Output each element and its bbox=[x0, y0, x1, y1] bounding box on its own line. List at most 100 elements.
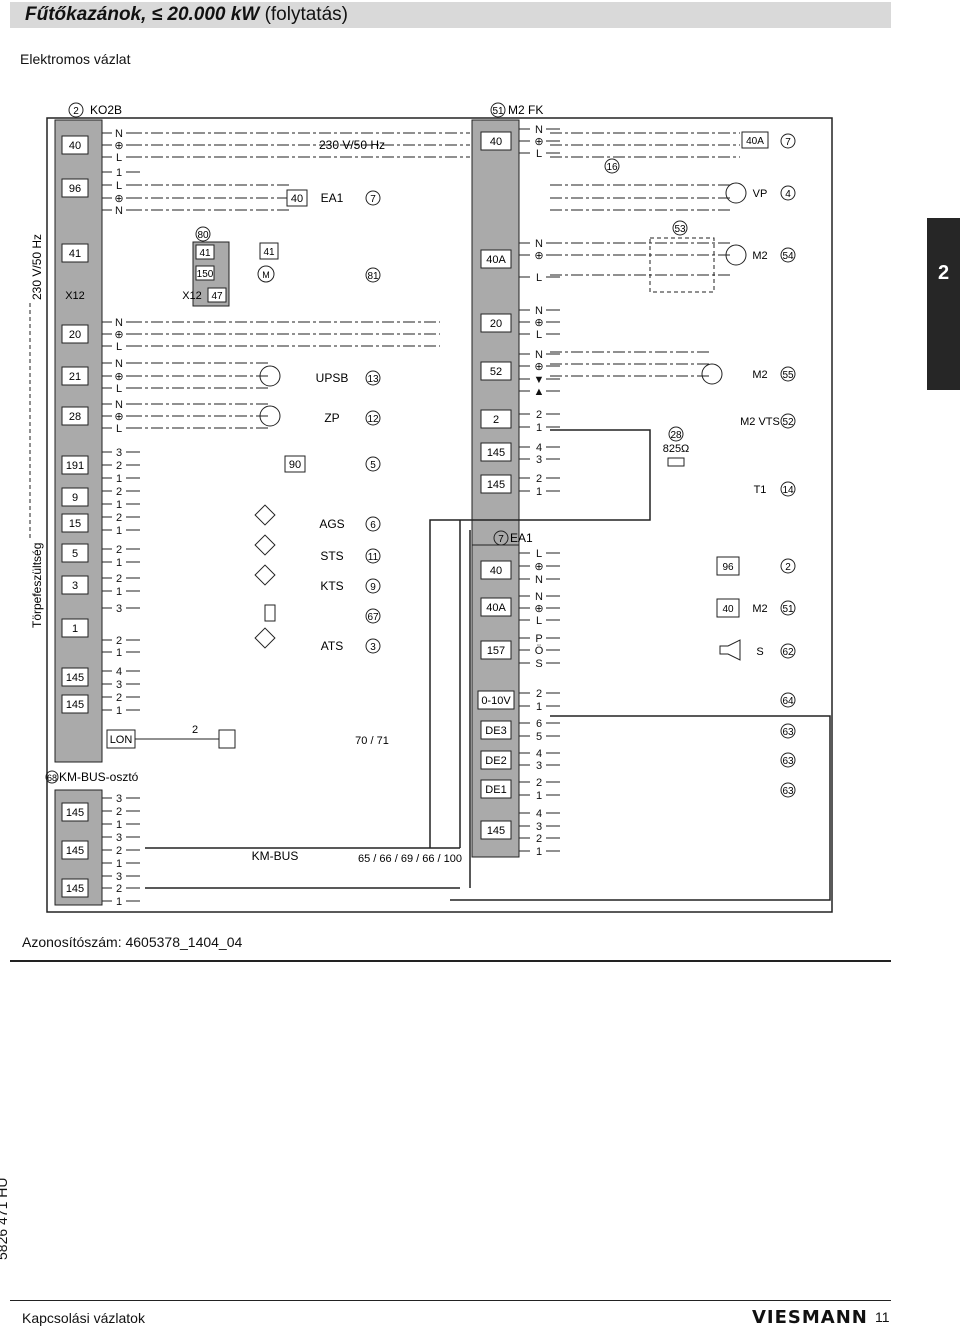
svg-text:M: M bbox=[262, 270, 270, 280]
module-label: X12 bbox=[65, 290, 85, 302]
svg-text:825Ω: 825Ω bbox=[663, 443, 690, 455]
terminal-label: 5 bbox=[536, 731, 542, 743]
svg-text:65 / 66 / 69 / 66 / 100: 65 / 66 / 69 / 66 / 100 bbox=[358, 853, 462, 865]
brand-logo: VIESMANN bbox=[752, 1307, 868, 1328]
module-label: 145 bbox=[66, 883, 84, 895]
terminal-label: N bbox=[535, 124, 543, 136]
svg-text:M2 FK: M2 FK bbox=[508, 103, 543, 117]
svg-text:EA1: EA1 bbox=[510, 531, 533, 545]
ref-circle bbox=[780, 752, 796, 768]
terminal-label: 3 bbox=[116, 832, 122, 844]
terminal-label: ⊕ bbox=[534, 561, 543, 573]
ref-number: 4 bbox=[785, 189, 791, 200]
module-box bbox=[61, 487, 89, 507]
ref-number: 67 bbox=[367, 612, 379, 623]
ref-circle bbox=[780, 692, 796, 708]
terminal-label: 1 bbox=[116, 858, 122, 870]
signal-label: AGS bbox=[319, 517, 344, 531]
ref-number: 3 bbox=[370, 642, 376, 653]
module-label: DE2 bbox=[485, 755, 506, 767]
svg-text:68: 68 bbox=[47, 773, 57, 783]
module-box bbox=[480, 409, 512, 429]
signal-label: ZP bbox=[324, 411, 339, 425]
svg-text:16: 16 bbox=[606, 162, 618, 173]
module-box bbox=[61, 543, 89, 563]
module-label: 145 bbox=[66, 845, 84, 857]
terminal-label: N bbox=[535, 574, 543, 586]
terminal-label: 2 bbox=[116, 544, 122, 556]
ref-number: 5 bbox=[370, 460, 376, 471]
consumer-label: S bbox=[756, 646, 763, 658]
terminal-label: 3 bbox=[116, 793, 122, 805]
identifier: Azonosítószám: 4605378_1404_04 bbox=[22, 934, 243, 950]
terminal-label: 2 bbox=[116, 573, 122, 585]
ref-number: 63 bbox=[782, 786, 794, 797]
terminal-label: 1 bbox=[536, 486, 542, 498]
terminal-label: 4 bbox=[536, 442, 542, 454]
svg-text:28: 28 bbox=[670, 430, 682, 441]
ref-number: 13 bbox=[367, 374, 379, 385]
module-label: 191 bbox=[66, 460, 84, 472]
module-label: 145 bbox=[66, 699, 84, 711]
terminal-label: 2 bbox=[116, 635, 122, 647]
module-label: 145 bbox=[66, 672, 84, 684]
module-box bbox=[61, 667, 89, 687]
signal-label: ATS bbox=[321, 639, 343, 653]
terminal-label: 2 bbox=[116, 692, 122, 704]
terminal-label: N bbox=[115, 317, 123, 329]
module-label: 1 bbox=[72, 623, 78, 635]
signal-label: STS bbox=[320, 549, 343, 563]
module-box bbox=[61, 618, 89, 638]
terminal-label: P bbox=[535, 633, 542, 645]
terminal-label: L bbox=[536, 615, 542, 627]
svg-text:51: 51 bbox=[492, 106, 504, 117]
terminal-label: 2 bbox=[536, 688, 542, 700]
consumer-label: T1 bbox=[754, 484, 767, 496]
module-label: 145 bbox=[66, 807, 84, 819]
ref-number: 64 bbox=[782, 696, 794, 707]
ref-circle bbox=[780, 185, 796, 201]
module-box bbox=[61, 802, 89, 822]
terminal-label: ▲ bbox=[534, 386, 545, 398]
terminal-label: 1 bbox=[116, 525, 122, 537]
header-bar bbox=[10, 2, 891, 28]
terminal-label: ⊕ bbox=[534, 317, 543, 329]
svg-text:41: 41 bbox=[199, 248, 211, 259]
terminal-label: S bbox=[535, 658, 542, 670]
terminal-label: 1 bbox=[536, 701, 542, 713]
terminal-label: 3 bbox=[536, 454, 542, 466]
svg-text:2: 2 bbox=[73, 106, 79, 117]
module-box bbox=[480, 131, 512, 151]
terminal-label: N bbox=[115, 205, 123, 217]
module-label: 20 bbox=[69, 329, 81, 341]
terminal-label: 1 bbox=[536, 790, 542, 802]
ref-number: 7 bbox=[785, 137, 791, 148]
ref-circle bbox=[780, 481, 796, 497]
ref-circle bbox=[780, 133, 796, 149]
svg-text:7: 7 bbox=[370, 194, 376, 205]
ref-number: 6 bbox=[370, 520, 376, 531]
side-label-bottom: Törpefeszültség bbox=[30, 543, 44, 628]
terminal-label: 1 bbox=[116, 167, 122, 179]
signal-label: UPSB bbox=[316, 371, 349, 385]
module-box bbox=[716, 556, 740, 576]
terminal-label: 2 bbox=[116, 806, 122, 818]
terminal-label: 2 bbox=[536, 473, 542, 485]
terminal-label: ⊕ bbox=[114, 329, 123, 341]
ko2b-block bbox=[54, 119, 103, 763]
ref-circle bbox=[780, 413, 796, 429]
module-label: DE1 bbox=[485, 784, 506, 796]
terminal-label: L bbox=[536, 272, 542, 284]
svg-text:EA1: EA1 bbox=[321, 191, 344, 205]
terminal-label: 3 bbox=[116, 447, 122, 459]
ref-number: 12 bbox=[367, 414, 379, 425]
svg-text:7: 7 bbox=[498, 534, 504, 545]
terminal-label: 2 bbox=[536, 777, 542, 789]
terminal-label: 2 bbox=[536, 409, 542, 421]
svg-text:150: 150 bbox=[197, 269, 214, 280]
module-label: 40A bbox=[486, 602, 506, 614]
ref-circle bbox=[365, 410, 381, 426]
document-code: 5826 471 HU bbox=[0, 1177, 10, 1260]
module-box bbox=[61, 513, 89, 533]
ref-number: 9 bbox=[370, 582, 376, 593]
